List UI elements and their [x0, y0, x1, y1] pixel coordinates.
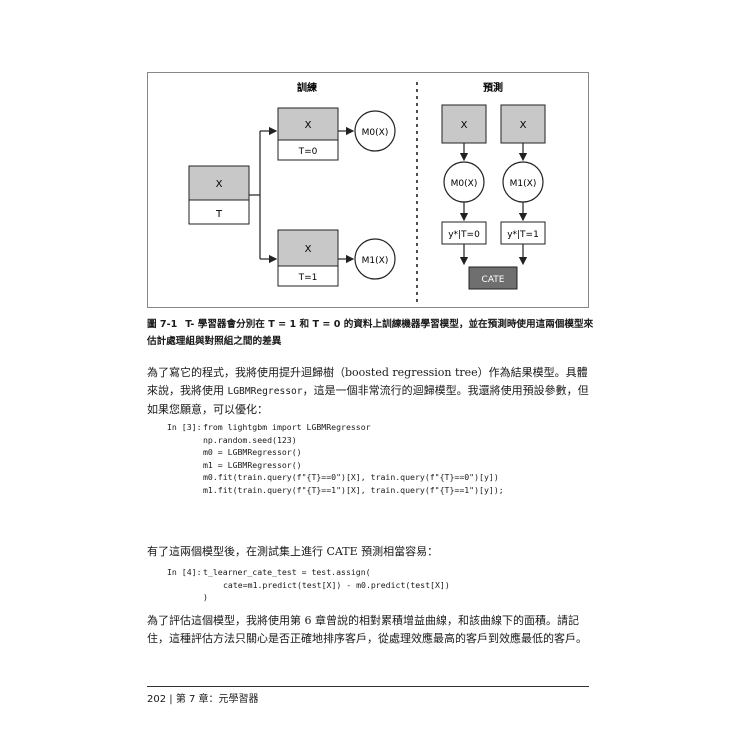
predict-model-m0-label: M0(X) — [451, 179, 478, 189]
predict-input-0-label: X — [461, 120, 468, 131]
figure-caption-text: T- 學習器會分別在 T = 1 和 T = 0 的資料上訓練機器學習模型，並在… — [147, 319, 594, 347]
fork-connector — [249, 126, 278, 264]
paragraph-1-code: LGBMRegressor — [227, 386, 303, 397]
paragraph-1-part2: ，這是一個非常流行的迴歸模型。我還將使用預設參數，但如果您願意，可以優化： — [147, 384, 589, 416]
train-section-title: 訓練 — [297, 81, 317, 94]
code-line: np.random.seed(123) — [203, 434, 297, 445]
code-prompt: In [3]: — [167, 422, 202, 432]
cate-label: CATE — [482, 275, 505, 285]
code-line: m1 = LGBMRegressor() — [203, 459, 302, 470]
train-branch-1-bottom-label: T=1 — [298, 273, 318, 283]
paragraph-3-text: 為了評估這個模型，我將使用第 6 章曾說的相對累積增益曲線，和該曲線下的面積。請… — [147, 614, 587, 645]
predict-model-m1: M1(X) — [502, 161, 544, 203]
figure-caption-number: 圖 7-1 — [147, 319, 178, 330]
train-model-m0: M0(X) — [354, 110, 396, 152]
code-line: m0 = LGBMRegressor() — [203, 447, 302, 457]
code-line: In [3]:from lightgbm import LGBMRegresso… — [167, 422, 371, 432]
train-model-m0-label: M0(X) — [362, 128, 389, 138]
predict-input-1-label: X — [520, 120, 527, 131]
train-input-bottom-label: T — [215, 209, 223, 220]
train-input-box: X T — [188, 165, 250, 225]
predict-output-0-label: y*|T=0 — [448, 230, 480, 240]
code-line: cate=m1.predict(test[X]) - m0.predict(te… — [223, 579, 450, 590]
footer-rule — [147, 686, 589, 687]
code-line: In [4]:t_learner_cate_test = test.assign… — [167, 567, 371, 577]
code-block-1: In [3]:from lightgbm import LGBMRegresso… — [167, 421, 504, 496]
train-branch-1-box: X T=1 — [277, 229, 339, 287]
paragraph-2-text: 有了這兩個模型後，在測試集上進行 CATE 預測相當容易： — [147, 545, 439, 558]
train-model-m1-label: M1(X) — [362, 256, 389, 266]
train-input-top-label: X — [216, 179, 223, 190]
cate-box: CATE — [468, 266, 518, 290]
predict-model-m1-label: M1(X) — [510, 179, 537, 189]
predict-output-box-0: y*|T=0 — [441, 221, 487, 245]
code-line: m1.fit(train.query(f"{T}==1")[X], train.… — [203, 484, 504, 495]
code-prompt: In [4]: — [167, 567, 202, 577]
paragraph-2: 有了這兩個模型後，在測試集上進行 CATE 預測相當容易： — [147, 543, 595, 561]
predict-model-m0: M0(X) — [443, 161, 485, 203]
paragraph-3: 為了評估這個模型，我將使用第 6 章曾說的相對累積增益曲線，和該曲線下的面積。請… — [147, 612, 595, 648]
paragraph-1-part1: 為了寫它的程式，我將使用提升迴歸樹（boosted regression tre… — [147, 366, 588, 397]
code-line: ) — [203, 592, 208, 602]
predict-input-box-0: X — [441, 104, 487, 144]
train-branch-0-box: X T=0 — [277, 107, 339, 161]
paragraph-1: 為了寫它的程式，我將使用提升迴歸樹（boosted regression tre… — [147, 364, 595, 419]
predict-output-1-label: y*|T=1 — [507, 230, 539, 240]
train-branch-0-top-label: X — [305, 120, 312, 131]
t-learner-diagram: 訓練 預測 X T X T=0 M0(X) X T=1 M1(X) — [147, 72, 589, 308]
train-branch-1-top-label: X — [305, 244, 312, 255]
train-branch-0-bottom-label: T=0 — [298, 147, 318, 157]
page-footer: 202 | 第 7 章：元學習器 — [147, 694, 259, 705]
code-line: m0.fit(train.query(f"{T}==0")[X], train.… — [203, 472, 499, 482]
code-block-2: In [4]:t_learner_cate_test = test.assign… — [167, 566, 450, 604]
predict-output-box-1: y*|T=1 — [500, 221, 546, 245]
train-model-m1: M1(X) — [354, 238, 396, 280]
predict-section-title: 預測 — [483, 81, 503, 94]
predict-input-box-1: X — [500, 104, 546, 144]
